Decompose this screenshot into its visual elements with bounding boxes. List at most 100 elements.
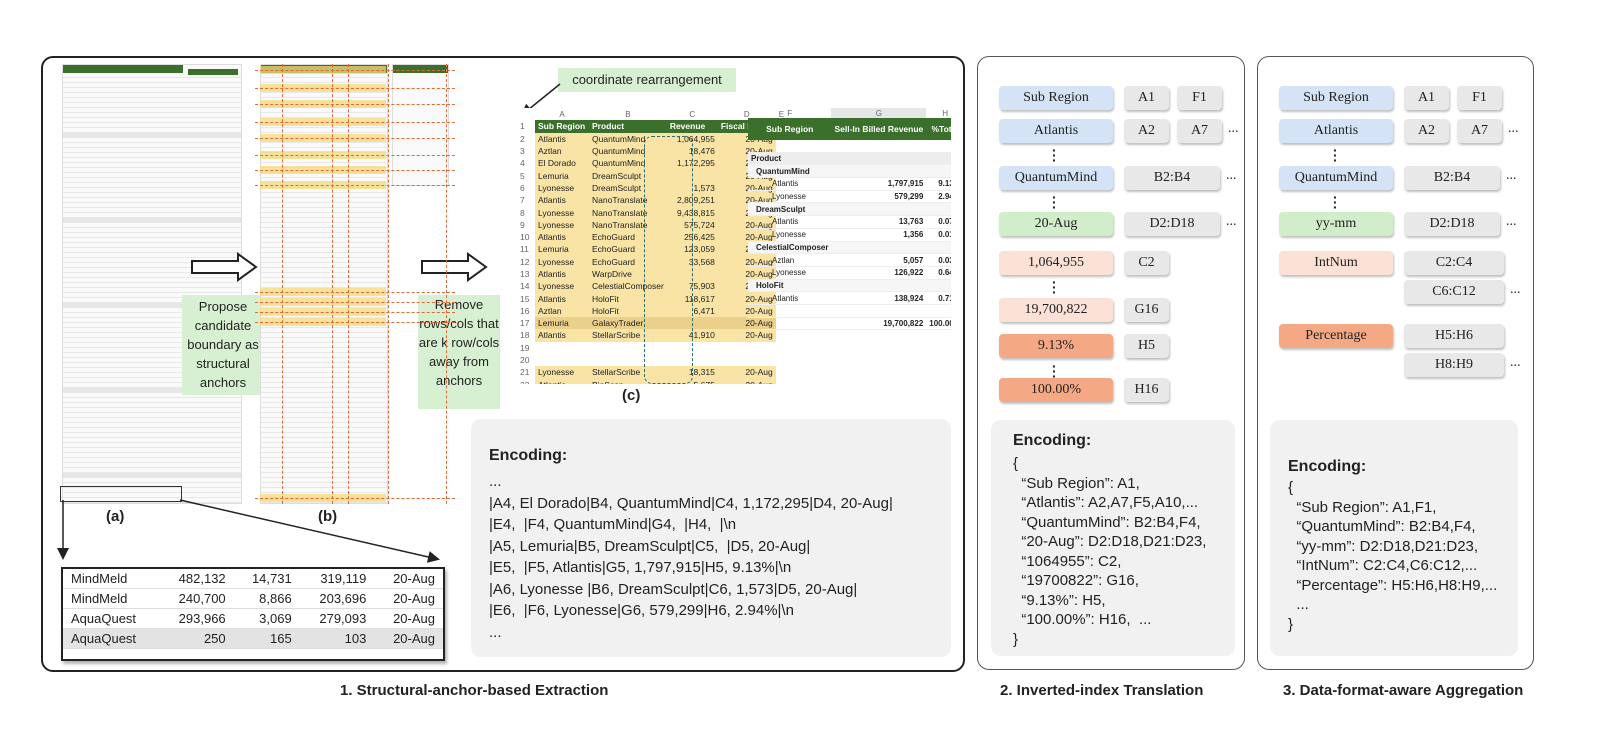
pivot-cell: 126,922 xyxy=(831,266,927,280)
mini-row xyxy=(261,108,387,113)
sheet-cell: HoloFit xyxy=(589,292,667,305)
mini-row xyxy=(63,228,241,233)
pivot-cell: DreamSculpt xyxy=(748,202,832,217)
mini-row xyxy=(63,393,241,398)
key-pill: Atlantis xyxy=(999,119,1113,143)
mini-row xyxy=(63,78,241,83)
mini-row xyxy=(261,278,387,283)
sheet-cell: 10 xyxy=(520,232,530,243)
sheet-cell: Atlantis xyxy=(535,292,589,305)
ref-pill: A7 xyxy=(1177,119,1222,143)
section-title-3: 3. Data-format-aware Aggregation xyxy=(1283,682,1524,699)
mini-row xyxy=(261,443,387,448)
pivot-row xyxy=(748,304,951,318)
pivot-cell: Atlantis xyxy=(748,177,832,191)
pivot-cell xyxy=(926,279,951,293)
pivot-cell: Atlantis xyxy=(748,291,832,305)
mini-row xyxy=(63,128,241,133)
encoding-line: ... xyxy=(489,473,502,490)
mini-row xyxy=(63,288,241,293)
ref-pill: A2 xyxy=(1124,119,1169,143)
anchor-dashed-line xyxy=(255,155,455,156)
encoding-line: |E6, |F6, Lyonesse|G6, 579,299|H6, 2.94%… xyxy=(489,602,794,619)
mini-row xyxy=(261,458,387,463)
mini-row xyxy=(261,353,387,358)
sheet-cell: 5 xyxy=(520,170,525,181)
pivot-cell: 13,763 xyxy=(831,215,927,229)
pivot-cell: 2.94% xyxy=(926,190,951,204)
key-pill: yy-mm xyxy=(1279,212,1393,236)
mini-row xyxy=(63,363,241,368)
encoding-title-1: Encoding: xyxy=(489,447,568,464)
sheet-cell: 15 xyxy=(520,293,530,304)
ref-pill: C2 xyxy=(1124,251,1169,275)
mini-row xyxy=(63,383,241,388)
mini-row xyxy=(261,363,387,368)
pivot-cell: 100.00% xyxy=(926,317,951,331)
mini-row xyxy=(261,388,387,393)
anchor-dashed-col xyxy=(388,64,389,504)
pivot-row: QuantumMind xyxy=(748,164,951,179)
mini-row xyxy=(261,483,387,488)
sheet-cell: 17 xyxy=(520,318,530,329)
pivot-cell xyxy=(926,304,951,318)
key-pill: QuantumMind xyxy=(999,166,1113,190)
mini-row xyxy=(261,478,387,483)
sheet-cell: GalaxyTrader xyxy=(589,317,667,330)
sheet-cell xyxy=(718,342,776,354)
pivot-row: CelestialComposer xyxy=(748,241,951,255)
mini-row xyxy=(261,488,387,493)
encoding-line: } xyxy=(1013,630,1019,648)
encoding-line: } xyxy=(1288,615,1294,633)
sheet-cell: Aztlan xyxy=(535,304,589,318)
mini-row xyxy=(63,343,241,348)
pivot-cell xyxy=(831,279,927,293)
pivot-cell: Atlantis xyxy=(748,215,832,229)
mini-row xyxy=(63,123,241,128)
key-pill: 20-Aug xyxy=(999,212,1113,236)
encoding-lines-2: { “Sub Region”: A1, “Atlantis”: A2,A7,F5… xyxy=(1013,454,1206,649)
section-title-1: 1. Structural-anchor-based Extraction xyxy=(340,682,609,699)
mini-row xyxy=(63,353,241,358)
mini-row xyxy=(63,263,241,268)
encoding-line: “Sub Region”: A1, xyxy=(1013,474,1140,492)
mini-row xyxy=(261,293,387,298)
mini-row xyxy=(63,358,241,363)
mini-row xyxy=(261,463,387,468)
sheet-row: 22AtlantisBioScan5,67520-Aug xyxy=(517,378,787,384)
mini-row xyxy=(261,273,387,278)
sheet-cell: 3 xyxy=(520,146,525,157)
anchor-dashed-col xyxy=(348,64,349,504)
anchor-dashed-line xyxy=(255,122,455,123)
zoom-cell: 250 xyxy=(159,628,234,649)
mini-row xyxy=(63,73,241,78)
col-letter: E xyxy=(778,109,785,119)
sheet-cell: Atlantis xyxy=(535,132,589,145)
anchor-dashed-line xyxy=(255,88,455,89)
mini-row xyxy=(63,88,241,93)
mini-row xyxy=(63,443,241,448)
encoding-title-3: Encoding: xyxy=(1288,458,1367,475)
ref-pill: F1 xyxy=(1177,86,1222,110)
mini-row xyxy=(63,338,241,343)
mini-row xyxy=(63,198,241,203)
sheet-cell: 20 xyxy=(520,355,530,366)
mini-row xyxy=(261,448,387,453)
mini-row xyxy=(261,93,387,98)
sheet-cell: Lyonesse xyxy=(535,255,589,268)
mini-row xyxy=(63,253,241,258)
mini-row xyxy=(63,223,241,228)
mini-row xyxy=(63,478,241,483)
pivot-cell: HoloFit xyxy=(748,279,832,293)
pivot-cell xyxy=(831,304,927,318)
anchor-dashed-line xyxy=(255,312,455,313)
mini-row xyxy=(63,493,241,498)
mini-row xyxy=(261,413,387,418)
pivot-row: DreamSculpt xyxy=(748,202,951,217)
mini-row xyxy=(261,173,387,178)
